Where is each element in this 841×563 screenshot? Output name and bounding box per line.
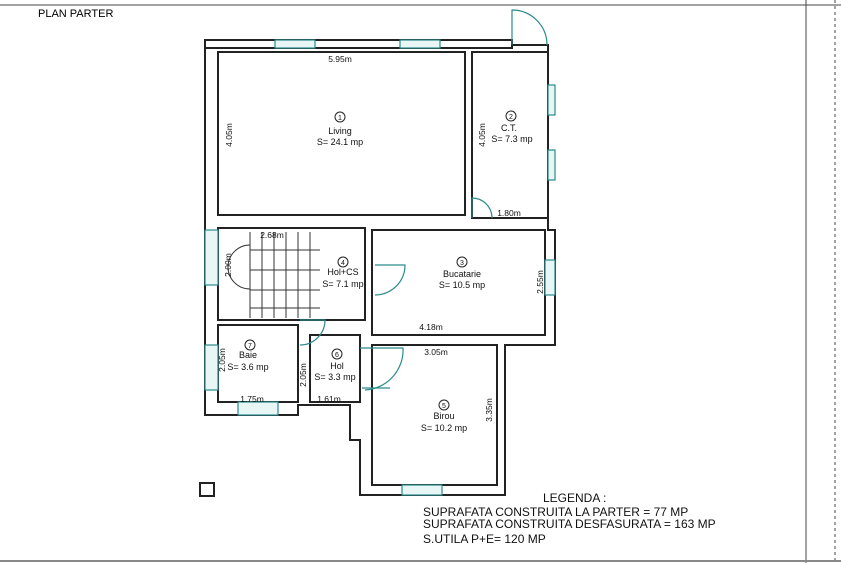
svg-text:S= 7.1 mp: S= 7.1 mp <box>322 279 363 289</box>
windows <box>204 39 556 496</box>
svg-text:2.05m: 2.05m <box>217 348 227 372</box>
svg-text:Hol+CS: Hol+CS <box>327 267 358 277</box>
svg-text:4.18m: 4.18m <box>419 322 443 332</box>
svg-text:3.35m: 3.35m <box>484 398 494 422</box>
svg-text:S= 24.1 mp: S= 24.1 mp <box>317 137 363 147</box>
svg-text:6: 6 <box>335 352 339 359</box>
svg-text:Living: Living <box>328 126 352 136</box>
svg-text:S= 3.3 mp: S= 3.3 mp <box>314 372 355 382</box>
svg-text:4.05m: 4.05m <box>477 123 487 147</box>
svg-text:1.61m: 1.61m <box>317 394 341 404</box>
walls <box>199 39 556 497</box>
svg-text:Birou: Birou <box>433 411 454 421</box>
svg-text:2: 2 <box>509 114 513 121</box>
svg-text:3: 3 <box>460 260 464 267</box>
legend-line: S.UTILA P+E= 120 MP <box>423 532 546 546</box>
legend: LEGENDA : SUPRAFATA CONSTRUITA LA PARTER… <box>423 492 716 545</box>
svg-text:Hol: Hol <box>330 361 344 371</box>
svg-text:1.80m: 1.80m <box>497 208 521 218</box>
svg-text:4.05m: 4.05m <box>224 123 234 147</box>
svg-text:S= 10.2 mp: S= 10.2 mp <box>421 423 467 433</box>
svg-text:7: 7 <box>248 343 252 350</box>
svg-text:1: 1 <box>338 115 342 122</box>
svg-text:3.05m: 3.05m <box>424 347 448 357</box>
svg-text:S= 7.3 mp: S= 7.3 mp <box>491 134 532 144</box>
legend-line: SUPRAFATA CONSTRUITA DESFASURATA = 163 M… <box>423 517 716 531</box>
svg-text:2.55m: 2.55m <box>535 270 545 294</box>
svg-text:2.00m: 2.00m <box>223 253 233 277</box>
svg-text:2.68m: 2.68m <box>260 230 284 240</box>
svg-text:5: 5 <box>442 403 446 410</box>
room-ct: 2C.T.S= 7.3 mp <box>491 110 533 144</box>
svg-text:4: 4 <box>341 260 345 267</box>
svg-text:S= 3.6 mp: S= 3.6 mp <box>227 362 268 372</box>
svg-text:5.95m: 5.95m <box>328 54 352 64</box>
svg-text:S= 10.5 mp: S= 10.5 mp <box>439 280 485 290</box>
dimension-labels: 5.95m 4.05m 4.05m 1.80m 2.68m 2.00m 2.55… <box>217 54 545 422</box>
legend-heading: LEGENDA : <box>543 491 607 505</box>
svg-text:2.05m: 2.05m <box>298 363 308 387</box>
plan-title: PLAN PARTER <box>38 8 114 20</box>
svg-text:Baie: Baie <box>239 350 257 360</box>
svg-text:C.T.: C.T. <box>501 123 517 133</box>
svg-text:Bucatarie: Bucatarie <box>443 269 481 279</box>
stairs <box>227 232 320 318</box>
doors <box>299 9 548 391</box>
svg-text:1.75m: 1.75m <box>240 394 264 404</box>
legend-line: SUPRAFATA CONSTRUITA LA PARTER = 77 MP <box>423 505 689 519</box>
